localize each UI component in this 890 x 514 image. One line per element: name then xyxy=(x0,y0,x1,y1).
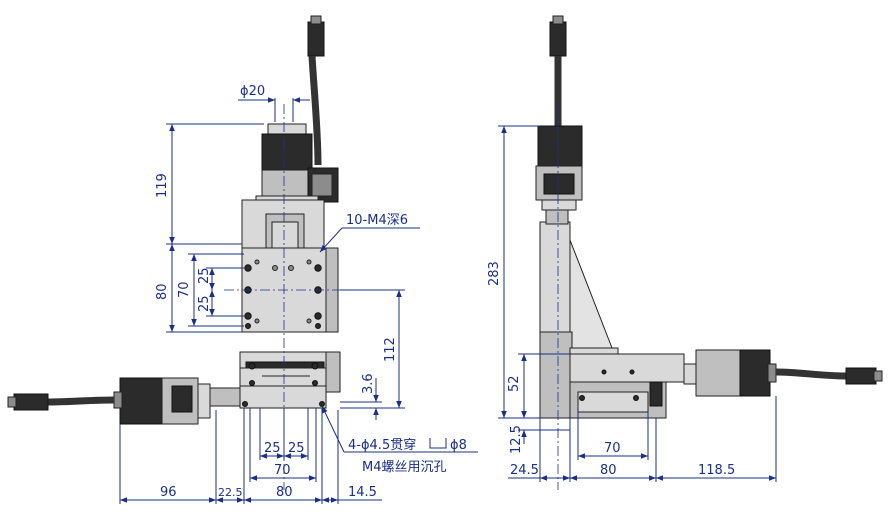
dim-shaft-dia: ϕ20 xyxy=(240,84,265,99)
dim-motor-height: 119 xyxy=(155,173,170,198)
side-horizontal-stage xyxy=(569,347,685,419)
front-notes: 10-M4深6 4-ϕ4.5贯穿 ϕ8 M4螺丝用沉孔 xyxy=(319,213,478,475)
dim-side-motor-len: 118.5 xyxy=(698,463,735,478)
front-view: ϕ20 119 80 70 25 25 xyxy=(7,15,478,504)
vertical-cable xyxy=(307,15,325,166)
dim-hole-pitch-h2: 25 xyxy=(288,441,305,456)
dim-motor-len: 96 xyxy=(160,485,177,500)
side-dimensions: 283 52 12.5 70 24.5 xyxy=(487,125,777,482)
vertical-motor xyxy=(255,123,339,211)
horizontal-motor xyxy=(113,377,211,425)
dim-total-height: 283 xyxy=(487,261,502,286)
dim-offset-small: 3.6 xyxy=(361,373,376,394)
note-counterbore: ϕ8 xyxy=(450,438,467,453)
dim-hole-span-h: 70 xyxy=(274,463,291,478)
dim-hole-pitch-v2: 25 xyxy=(197,295,212,312)
dim-base-width: 80 xyxy=(276,485,293,500)
side-view: 283 52 12.5 70 24.5 xyxy=(487,15,883,490)
front-dimensions: ϕ20 119 80 70 25 25 xyxy=(119,84,405,504)
dim-base-thick: 12.5 xyxy=(509,425,524,454)
dim-stage-height: 80 xyxy=(155,283,170,300)
dim-offset-left: 22.5 xyxy=(218,486,243,499)
dim-lower-height: 52 xyxy=(507,375,522,392)
note-countersink: M4螺丝用沉孔 xyxy=(362,460,447,475)
side-horizontal-motor xyxy=(683,349,777,397)
dim-left-offset: 24.5 xyxy=(510,463,539,478)
side-vertical-motor xyxy=(535,125,583,211)
horizontal-stage xyxy=(207,351,341,409)
dim-offset-right: 14.5 xyxy=(348,485,377,500)
side-horizontal-cable xyxy=(775,367,883,385)
note-tapped-holes: 10-M4深6 xyxy=(346,213,408,228)
horizontal-cable xyxy=(7,393,115,411)
tapped-holes xyxy=(244,259,322,329)
dim-hole-pitch-v1: 25 xyxy=(197,267,212,284)
dim-hole-span-v: 70 xyxy=(177,281,192,298)
note-through-holes: 4-ϕ4.5贯穿 xyxy=(348,437,416,453)
dim-side-base-width: 80 xyxy=(600,463,617,478)
dim-side-hole-span: 70 xyxy=(604,441,621,456)
dim-hole-pitch-h1: 25 xyxy=(264,441,281,456)
vertical-stage xyxy=(241,199,339,333)
dim-center-height: 112 xyxy=(383,337,398,362)
